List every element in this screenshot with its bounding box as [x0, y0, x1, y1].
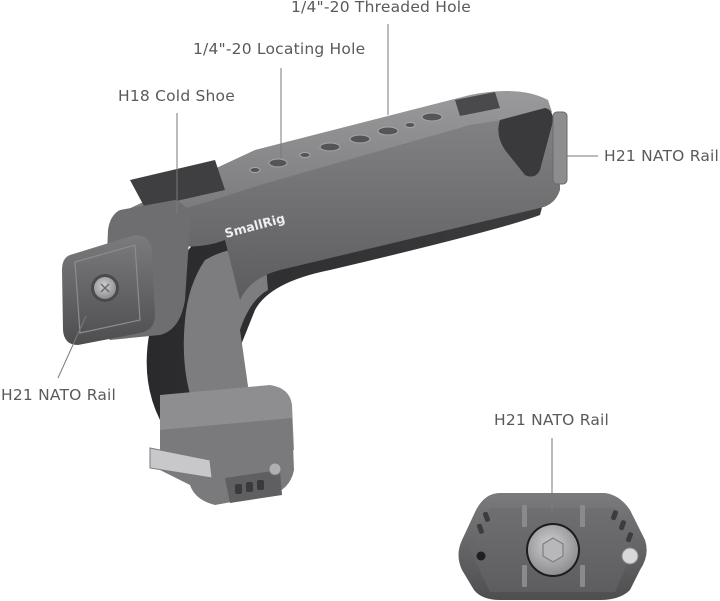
callout-locating-hole: 1/4"-20 Locating Hole — [193, 40, 366, 58]
handle-beam-side — [120, 102, 560, 300]
quick-release-lever — [149, 447, 213, 479]
callout-nato-rail-detail: H21 NATO Rail — [494, 411, 610, 429]
rear-nato-rail — [552, 111, 568, 185]
rear-opening — [498, 108, 553, 177]
hex-socket-icon — [542, 537, 564, 563]
nato-rail-detail-plate — [458, 493, 647, 600]
leader-lines — [57, 24, 598, 512]
callout-cold-shoe: H18 Cold Shoe — [118, 87, 235, 105]
callout-nato-rail-left: H21 NATO Rail — [1, 386, 117, 404]
leader-nato-rail-left — [57, 315, 87, 379]
handle-beam-top — [122, 91, 552, 215]
callout-threaded-hole: 1/4"-20 Threaded Hole — [291, 0, 471, 16]
bottom-mount — [149, 385, 294, 505]
front-nato-clamp — [62, 235, 155, 345]
rear-cold-shoe-recess — [455, 92, 500, 116]
callout-nato-rail-right: H21 NATO Rail — [604, 147, 720, 165]
mounting-holes — [249, 112, 443, 173]
top-handle: SmallRig — [62, 91, 568, 505]
